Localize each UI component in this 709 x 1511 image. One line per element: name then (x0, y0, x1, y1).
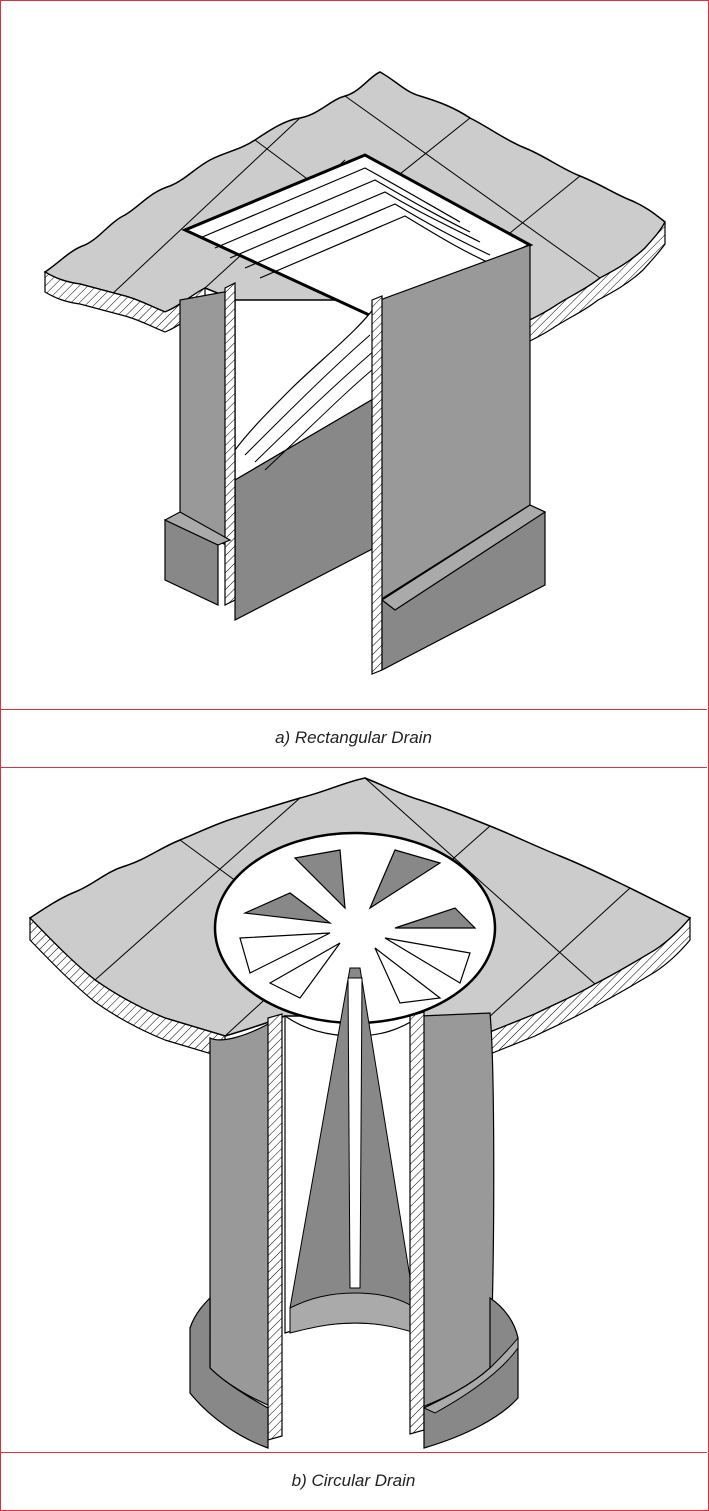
base-ring-left (189, 1296, 269, 1449)
channel-flow-lines (244, 334, 379, 471)
caption-circular-drain: b) Circular Drain (291, 1471, 416, 1490)
left-wall-section (224, 282, 236, 606)
right-base-ledge (380, 504, 547, 611)
left-base-top (163, 511, 232, 546)
grate-vanes-dark (242, 849, 477, 929)
left-cylinder-wall (209, 1018, 276, 1409)
caption-rectangular-drain: a) Rectangular Drain (0, 709, 707, 768)
right-wall-section (371, 295, 383, 675)
rectangular-drain-panel (0, 0, 707, 710)
rectangular-drain-illustration (43, 71, 666, 675)
interior-center-spike (347, 977, 363, 1289)
grate-vanes-light (239, 932, 471, 1004)
left-wall-section (267, 1013, 283, 1441)
right-cylinder-wall (419, 1012, 495, 1409)
drain-grate-slots (199, 167, 501, 279)
base-ring-right-top (422, 1336, 519, 1414)
right-wall-section (409, 1011, 425, 1435)
circular-drain-illustration (28, 777, 692, 1449)
circular-drain-panel (0, 768, 707, 1453)
